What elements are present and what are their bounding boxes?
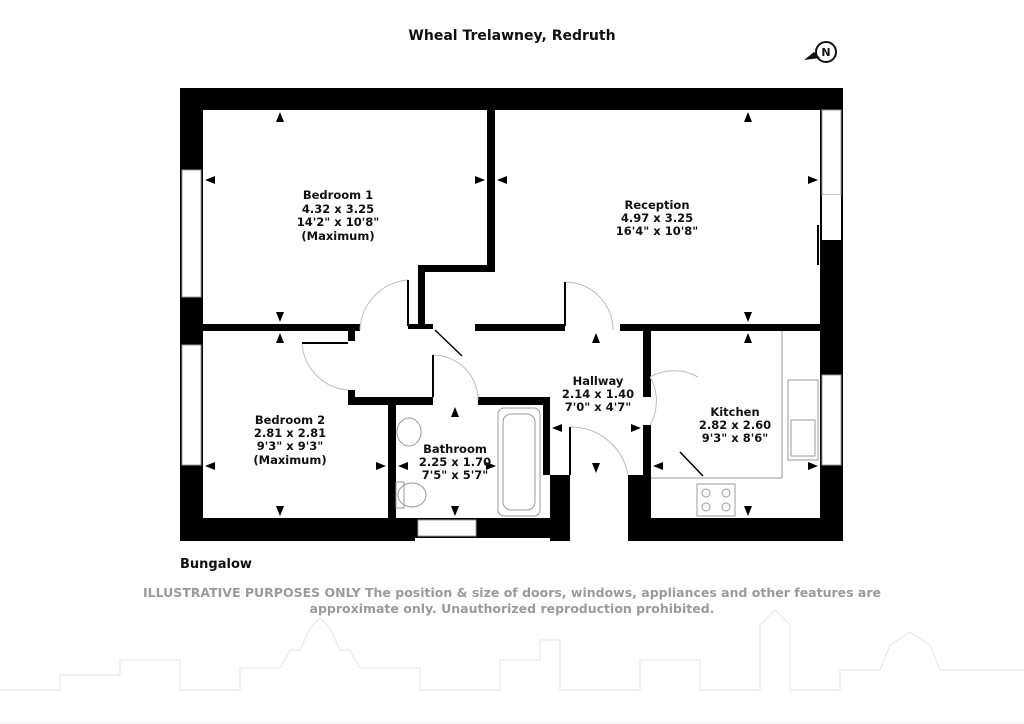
- room-note: (Maximum): [253, 453, 326, 467]
- room-bathroom: Bathroom 2.25 x 1.70 7'5" x 5'7": [419, 442, 491, 482]
- room-imperial: 14'2" x 10'8": [297, 215, 379, 229]
- disclaimer: ILLUSTRATIVE PURPOSES ONLY The position …: [140, 585, 884, 617]
- room-name: Reception: [624, 198, 689, 212]
- room-imperial: 7'0" x 4'7": [565, 400, 631, 414]
- room-imperial: 7'5" x 5'7": [422, 468, 488, 482]
- room-metric: 2.82 x 2.60: [699, 418, 771, 432]
- compass-label: N: [821, 46, 830, 59]
- room-imperial: 9'3" x 9'3": [257, 439, 323, 453]
- room-reception: Reception 4.97 x 3.25 16'4" x 10'8": [616, 198, 698, 238]
- room-metric: 2.25 x 1.70: [419, 455, 491, 469]
- toilet-icon: [397, 482, 427, 508]
- kitchen-sink-icon: [787, 379, 819, 461]
- hob-icon: [696, 483, 736, 517]
- fixtures: [395, 331, 819, 517]
- room-metric: 2.81 x 2.81: [254, 426, 326, 440]
- room-bedroom-2: Bedroom 2 2.81 x 2.81 9'3" x 9'3" (Maxim…: [253, 413, 326, 467]
- room-imperial: 9'3" x 8'6": [702, 431, 768, 445]
- room-note: (Maximum): [301, 229, 374, 243]
- sink-icon: [396, 417, 422, 447]
- room-kitchen: Kitchen 2.82 x 2.60 9'3" x 8'6": [699, 405, 771, 445]
- room-name: Bedroom 2: [255, 413, 325, 427]
- room-metric: 4.97 x 3.25: [621, 211, 693, 225]
- windows: [181, 109, 842, 541]
- property-type: Bungalow: [180, 557, 252, 572]
- dimension-arrows: [205, 112, 818, 516]
- plan-title: Wheal Trelawney, Redruth: [408, 28, 616, 44]
- room-hallway: Hallway 2.14 x 1.40 7'0" x 4'7": [562, 374, 634, 414]
- compass-icon: N: [804, 41, 837, 63]
- room-bedroom-1: Bedroom 1 4.32 x 3.25 14'2" x 10'8" (Max…: [297, 188, 379, 243]
- room-name: Bedroom 1: [303, 188, 373, 202]
- disclaimer-line-2: approximate only. Unauthorized reproduct…: [309, 601, 715, 616]
- room-name: Hallway: [573, 374, 624, 388]
- room-imperial: 16'4" x 10'8": [616, 224, 698, 238]
- door-swings: [301, 279, 704, 477]
- bath-icon: [497, 407, 541, 517]
- room-metric: 2.14 x 1.40: [562, 387, 634, 401]
- room-metric: 4.32 x 3.25: [302, 202, 374, 216]
- skyline-watermark: [0, 609, 1024, 724]
- room-name: Kitchen: [710, 405, 759, 419]
- room-name: Bathroom: [423, 442, 487, 456]
- disclaimer-line-1: ILLUSTRATIVE PURPOSES ONLY The position …: [142, 585, 881, 600]
